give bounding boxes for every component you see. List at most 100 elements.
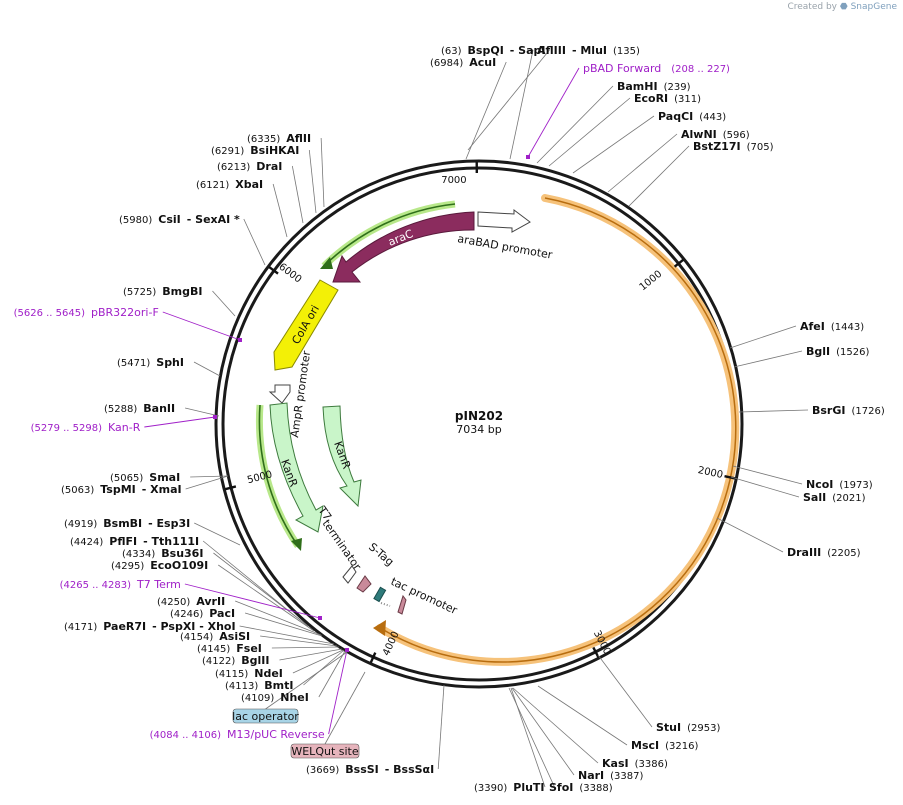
tick-mark-1 [673, 258, 684, 268]
site-position: (4145) [197, 644, 230, 655]
primer-name: Kan-R [108, 421, 141, 434]
leader-2 [509, 49, 534, 160]
leader-21 [318, 650, 346, 698]
site-position: (4115) [215, 669, 248, 680]
site-sfoi[interactable]: SfoI(3388) [549, 781, 613, 794]
primer-2[interactable]: (5279 .. 5298)Kan-R [31, 415, 217, 434]
primer-leader [328, 649, 348, 735]
primer-range: (4084 .. 4106) [150, 730, 222, 741]
site-bmgbi[interactable]: (5725)BmgBI [123, 285, 202, 298]
site-aflii[interactable]: (6335)AflII [247, 132, 311, 145]
site-bsssi[interactable]: (3669)BssSI- BssSαI [306, 763, 434, 776]
site-labels: (63)BspQI- SapI(6984)AcuI AflIII- MluI(13… [14, 44, 885, 794]
site-sali[interactable]: SalI(2021) [803, 491, 866, 504]
primer-leader [184, 583, 321, 619]
leader-27 [239, 625, 335, 645]
site-name: AlwNI [681, 128, 717, 141]
site-bmti[interactable]: (4113)BmtI [225, 679, 293, 692]
leader-1 [465, 61, 507, 160]
attribution: Created by ⬣ SnapGene [787, 2, 897, 12]
leader-23 [292, 649, 344, 674]
site-bsrgi[interactable]: BsrGI(1726) [812, 404, 885, 417]
label-t7-terminator-b: terminator [320, 517, 364, 573]
site-position: (311) [674, 94, 701, 105]
site-stui[interactable]: StuI(2953) [656, 721, 720, 734]
primer-0[interactable]: pBAD Forward(208 .. 227) [526, 62, 730, 159]
leader-37 [193, 361, 221, 377]
site-sphi[interactable]: (5471)SphI [117, 356, 184, 369]
site-bgli[interactable]: BglI(1526) [806, 345, 869, 358]
site-fsei[interactable]: (4145) FseI [197, 642, 262, 655]
site-name: SmaI [149, 471, 180, 484]
tac-promoter-arrow [397, 594, 407, 615]
site-csii[interactable]: (5980)CsiI- SexAI * [119, 213, 240, 226]
plasmid-length: 7034 bp [456, 423, 501, 436]
tick-mark-3 [592, 646, 600, 658]
site-nhei[interactable]: (4109)NheI [241, 691, 309, 704]
leader-39 [243, 218, 266, 266]
site-tspmi[interactable]: (5063)TspMI- XmaI [61, 483, 182, 496]
site-kasi[interactable]: KasI(3386) [602, 757, 668, 770]
site-bsihkai[interactable]: (6291)BsiHKAI [211, 144, 299, 157]
site-bamhi[interactable]: BamHI(239) [617, 80, 691, 93]
site-bsu36i[interactable]: (4334)Bsu36I [122, 547, 203, 560]
feature-box-0[interactable]: lac operator [232, 708, 299, 724]
site-name: FseI [236, 642, 262, 655]
site-avrii[interactable]: (4250)AvrII [157, 595, 225, 608]
site-name: NcoI [806, 478, 833, 491]
primer-4[interactable]: (4084 .. 4106)M13/pUC Reverse [150, 648, 349, 741]
site-paer7i[interactable]: (4171)PaeR7I- PspXI - XhoI [64, 620, 236, 633]
site-bsmbi[interactable]: (4919)BsmBI- Esp3I [64, 517, 190, 530]
primer-3[interactable]: (4265 .. 4283)T7 Term [60, 578, 322, 620]
site-name: NdeI [254, 667, 283, 680]
site-banii[interactable]: (5288)BanII [104, 402, 175, 415]
site-position: (4122) [202, 656, 235, 667]
site-xbai[interactable]: (6121)XbaI [196, 178, 263, 191]
site-name: EcoO109I [150, 559, 208, 572]
site-name: BsrGI [812, 404, 845, 417]
site-name: DraIII [787, 546, 821, 559]
site-pluti[interactable]: (3390)PluTI [474, 781, 545, 794]
site-name: BssSI [345, 763, 379, 776]
primer-binding-mark [213, 415, 217, 419]
primer-leader [144, 416, 216, 428]
site-position: (3387) [610, 771, 643, 782]
site-bstz17i[interactable]: BstZ17I(705) [693, 140, 774, 153]
leader-10 [738, 409, 809, 413]
site-msci[interactable]: MscI(3216) [631, 739, 698, 752]
site-name: DraI [256, 160, 282, 173]
site-bglii[interactable]: (4122)BglII [202, 654, 269, 667]
site-ndei[interactable]: (4115) NdeI [215, 667, 283, 680]
site-position: (4154) [180, 632, 213, 643]
leader-7 [628, 145, 690, 207]
primer-leader [527, 67, 580, 158]
feature-box-1[interactable]: WELQut site [290, 743, 360, 759]
site-drai[interactable]: (6213)DraI [217, 160, 282, 173]
site-ecoo109i[interactable]: (4295)EcoO109I [111, 559, 208, 572]
site-name: EcoRI [634, 92, 668, 105]
site-alwni[interactable]: AlwNI(596) [681, 128, 750, 141]
site-acui[interactable]: (6984)AcuI [430, 56, 496, 69]
site-draiii[interactable]: DraIII(2205) [787, 546, 861, 559]
site-smai[interactable]: (5065)SmaI [110, 471, 180, 484]
site-ecori[interactable]: EcoRI (311) [634, 92, 701, 105]
site-suffix: - SexAI * [187, 213, 240, 226]
site-paci[interactable]: (4246)PacI [170, 607, 235, 620]
site-asisi[interactable]: (4154)AsiSI [180, 630, 250, 643]
site-afliii[interactable]: AflIII- MluI(135) [537, 44, 640, 57]
site-paqci[interactable]: PaqCI(443) [658, 110, 726, 123]
site-pflfi[interactable]: (4424)PflFI- Tth111I [70, 535, 199, 548]
primer-1[interactable]: (5626 .. 5645)pBR322ori-F [14, 306, 242, 342]
mcs-dots [380, 602, 391, 607]
his-tag-feature [373, 586, 387, 603]
site-bspqi[interactable]: (63)BspQI- SapI [441, 44, 546, 57]
site-name: PflFI [109, 535, 137, 548]
leader-5 [572, 115, 655, 174]
site-name: AcuI [469, 56, 496, 69]
site-afei[interactable]: AfeI(1443) [800, 320, 864, 333]
site-nari[interactable]: NarI(3387) [578, 769, 644, 782]
site-position: (4246) [170, 609, 203, 620]
attribution-prefix: Created by [787, 2, 837, 12]
label-kanr-left: KanR [278, 458, 300, 489]
site-ncoi[interactable]: NcoI(1973) [806, 478, 873, 491]
